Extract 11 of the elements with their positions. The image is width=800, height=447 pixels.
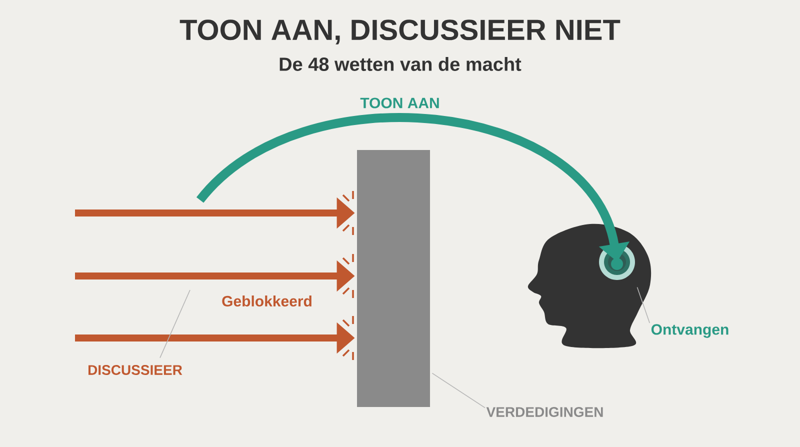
leader-line [432,372,486,408]
defenses-label: VERDEDIGINGEN [486,407,603,417]
received-label: Ontvangen [651,324,728,338]
blocked-label: Geblokkeerd [222,296,312,306]
edge-label: TOON AAN [360,98,439,108]
discussion-label: DISCUSSIEER [88,365,182,375]
leader-line [636,286,650,324]
title: TOON AAN, DISCUSSIEER NIET [180,20,620,44]
subtitle: De 48 wetten van de macht [280,57,522,71]
wall-block [357,150,430,407]
head-silhouette [528,224,652,348]
